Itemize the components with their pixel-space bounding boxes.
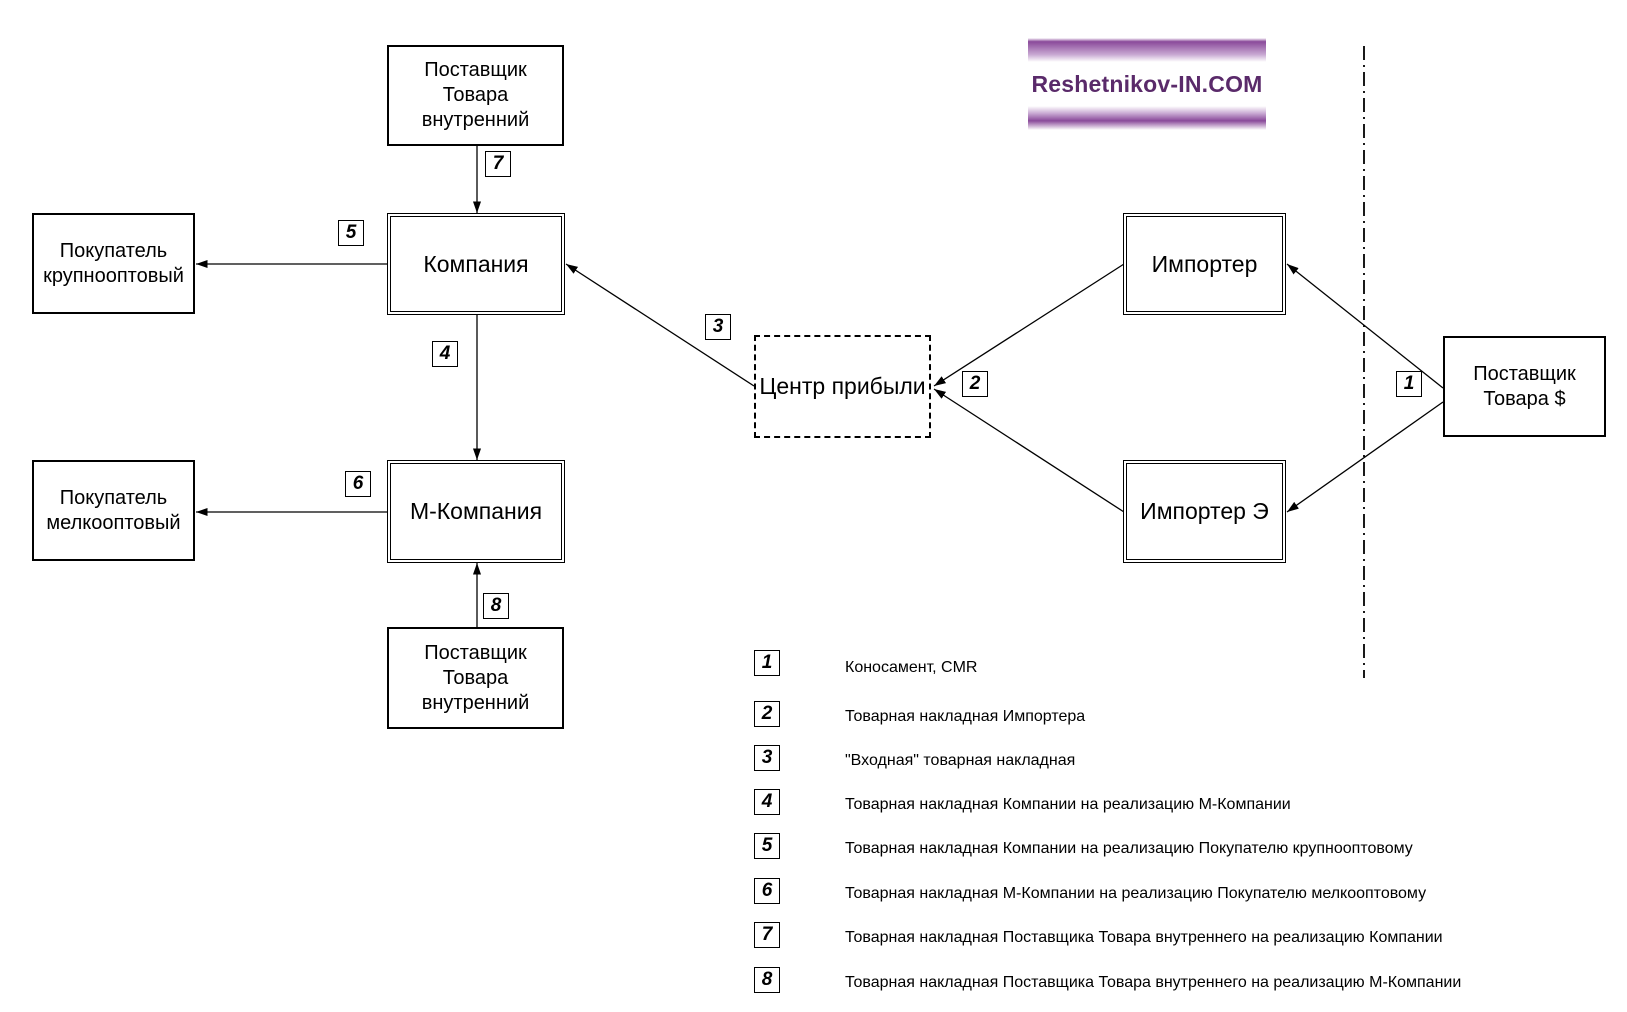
legend-text-6: Товарная накладная М-Компании на реализа… (845, 885, 1427, 902)
node-importer: Импортер (1123, 213, 1286, 315)
node-supplier-internal-bottom: Поставщик Товара внутренний (387, 627, 564, 729)
legend-text-8: Товарная накладная Поставщика Товара вну… (845, 974, 1462, 991)
badge-7: 7 (485, 151, 511, 177)
badge-3: 3 (705, 314, 731, 340)
legend-badge-8: 8 (754, 967, 780, 993)
badge-2: 2 (962, 371, 988, 397)
site-logo: Reshetnikov-IN.COM (1028, 38, 1266, 130)
node-buyer-wholesale: Покупатель крупнооптовый (32, 213, 195, 314)
node-importer-e: Импортер Э (1123, 460, 1286, 563)
arrow-importer-to-profit-center (933, 263, 1125, 387)
badge-8: 8 (483, 593, 509, 619)
node-supplier-foreign: Поставщик Товара $ (1443, 336, 1606, 437)
node-company: Компания (387, 213, 565, 315)
logo-text: Reshetnikov-IN.COM (1031, 70, 1263, 97)
legend-badge-3: 3 (754, 745, 780, 771)
legend-badge-4: 4 (754, 789, 780, 815)
legend-text-2: Товарная накладная Импортера (845, 708, 1086, 725)
badge-6: 6 (345, 471, 371, 497)
node-buyer-small: Покупатель мелкооптовый (32, 460, 195, 561)
badge-1: 1 (1396, 371, 1422, 397)
arrow-importer-e-to-profit-center (933, 388, 1125, 513)
node-profit-center: Центр прибыли (754, 335, 931, 438)
legend-badge-5: 5 (754, 833, 780, 859)
legend-text-3: "Входная" товарная накладная (845, 752, 1076, 769)
arrow-supplier-foreign-to-importer (1286, 263, 1444, 389)
legend-text-5: Товарная накладная Компании на реализаци… (845, 840, 1413, 857)
node-m-company: М-Компания (387, 460, 565, 563)
badge-5: 5 (338, 220, 364, 246)
arrow-profit-center-to-company (565, 263, 755, 387)
legend-badge-2: 2 (754, 701, 780, 727)
arrow-supplier-foreign-to-importer-e (1286, 401, 1444, 513)
legend-badge-6: 6 (754, 878, 780, 904)
legend-text-4: Товарная накладная Компании на реализаци… (845, 796, 1291, 813)
node-supplier-internal-top: Поставщик Товара внутренний (387, 45, 564, 146)
legend-badge-1: 1 (754, 650, 780, 676)
legend-text-7: Товарная накладная Поставщика Товара вну… (845, 929, 1443, 946)
legend-text-1: Коносамент, CMR (845, 659, 978, 676)
badge-4: 4 (432, 341, 458, 367)
legend-badge-7: 7 (754, 922, 780, 948)
